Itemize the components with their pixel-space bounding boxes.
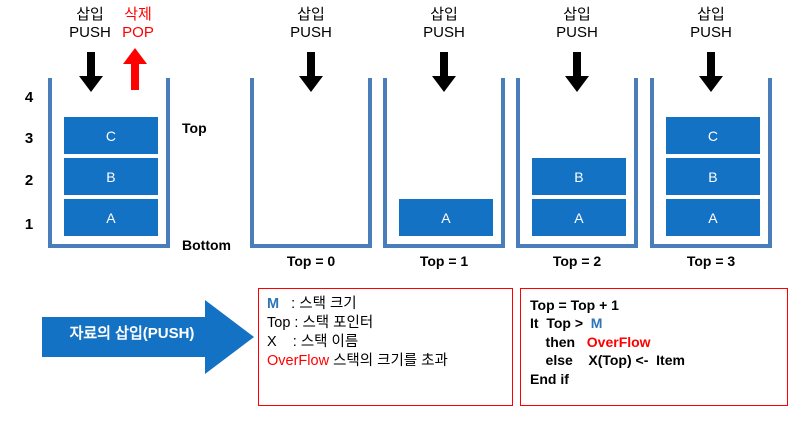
legend-token-m: M [267,296,280,312]
push-arrow-down-icon [79,52,103,92]
push-arrow-down-icon-2 [299,52,323,92]
stack1-pop-label: 삭제 POP [114,6,162,41]
push-label-ko: 삽입 [76,6,104,23]
stack-block-c: C [64,117,158,154]
code-line-1-text: Top = Top + 1 [530,297,619,313]
push-arrow-down-icon-4 [565,52,589,92]
legend-line-3-text: X : 스택 이름 [267,334,359,351]
code-line-2-text: It Top > [530,315,591,332]
push-arrow-down-icon-3 [432,52,456,92]
stack-block-b: B [64,158,158,195]
pop-label-en: POP [122,23,154,41]
code-line-4-text: else X(Top) <- Item [530,352,685,369]
code-line-5: End if [530,370,685,388]
legend-line-2: Top : 스택 포인터 [267,314,448,333]
stack1-push-label: 삽입 PUSH [62,6,118,41]
stack4-push-label: 삽입 PUSH [549,6,605,41]
stack-top1-block-a: A [399,199,493,236]
level-number-3: 3 [24,130,34,147]
stack-block-a: A [64,199,158,236]
stack-top1-inner: A [387,78,501,244]
stack-top3-block-c: C [666,117,760,154]
push-label-en-3: PUSH [423,23,465,41]
stack-full: C B A [48,78,170,248]
bottom-label: Bottom [182,237,231,253]
code-box: Top = Top + 1 It Top > M then OverFlow e… [520,288,788,406]
push-label-ko-2: 삽입 [297,6,325,23]
legend-line-3: X : 스택 이름 [267,333,448,352]
legend-lines: M : 스택 크기 Top : 스택 포인터 X : 스택 이름 OverFlo… [267,295,448,372]
legend-line-2-text: Top : 스택 포인터 [267,315,374,332]
code-line-1: Top = Top + 1 [530,296,685,314]
pop-arrow-up-icon [123,48,147,90]
stack-full-inner: C B A [52,78,166,244]
push-label-en-2: PUSH [290,23,332,41]
push-arrow-down-icon-5 [699,52,723,92]
stack-top2-block-a: A [532,199,626,236]
push-label-en-5: PUSH [690,23,732,41]
top-label: Top [182,120,207,136]
stack-top1: A [383,78,505,248]
legend-line-1-text: : 스택 크기 [279,296,357,312]
stack-top2-caption: Top = 2 [552,253,602,269]
level-number-2: 2 [24,172,34,189]
banner-arrow-shape-icon [42,300,254,374]
push-banner: 자료의 삽입(PUSH) [42,300,254,374]
stack-top1-caption: Top = 1 [419,253,469,269]
stack-top2-inner: B A [520,78,634,244]
stack2-push-label: 삽입 PUSH [283,6,339,41]
stack-top3-block-a: A [666,199,760,236]
stack-top3-inner: C B A [654,78,768,244]
level-number-1: 1 [24,216,34,233]
stack3-push-label: 삽입 PUSH [416,6,472,41]
code-line-3-text: then [530,333,587,350]
code-line-4: else X(Top) <- Item [530,351,685,369]
stack5-push-label: 삽입 PUSH [683,6,739,41]
code-line-2: It Top > M [530,314,685,332]
push-label-ko-4: 삽입 [563,6,591,23]
push-label-en: PUSH [69,23,111,41]
push-label-en-4: PUSH [556,23,598,41]
push-banner-label: 자료의 삽입(PUSH) [69,325,195,342]
stack-top2: B A [516,78,638,248]
legend-line-1: M : 스택 크기 [267,295,448,314]
legend-box: M : 스택 크기 Top : 스택 포인터 X : 스택 이름 OverFlo… [258,288,513,406]
code-token-m: M [590,315,603,332]
legend-line-4-text: 스택의 크기를 초과 [329,353,448,370]
stack-top0-caption: Top = 0 [286,253,336,269]
stack-top2-block-b: B [532,158,626,195]
code-lines: Top = Top + 1 It Top > M then OverFlow e… [530,296,685,388]
stack-top3-caption: Top = 3 [686,253,736,269]
code-token-overflow: OverFlow [586,333,651,350]
push-label-ko-3: 삽입 [430,6,458,23]
pop-label-ko: 삭제 [124,6,152,23]
stack-top0 [250,78,372,248]
stack-top0-inner [254,78,368,244]
legend-token-overflow: OverFlow [267,353,330,370]
stack-top3: C B A [650,78,772,248]
code-line-5-text: End if [530,370,569,387]
legend-line-4: OverFlow 스택의 크기를 초과 [267,352,448,371]
stack-top3-block-b: B [666,158,760,195]
level-number-4: 4 [24,89,34,106]
push-label-ko-5: 삽입 [697,6,725,23]
code-line-3: then OverFlow [530,333,685,351]
